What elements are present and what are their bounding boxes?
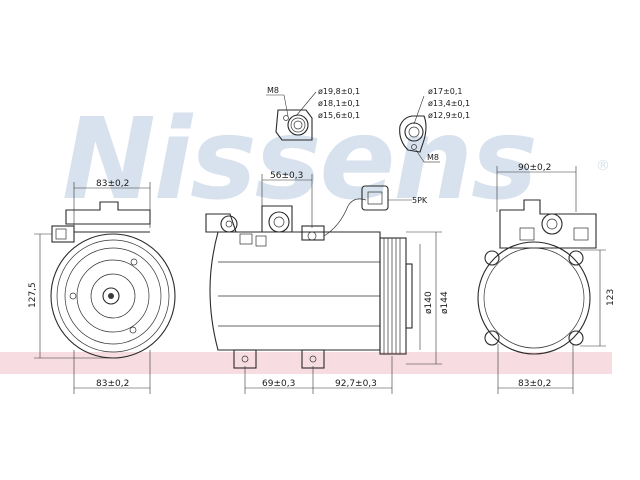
port-right-inner — [408, 126, 420, 138]
dim-side-top-label: 56±0,3 — [270, 171, 303, 181]
port-right-d3: ø12,9±0,1 — [428, 111, 470, 120]
dim-front-bottom-label: 83±0,2 — [96, 379, 129, 389]
belt-label: 5PK — [412, 196, 428, 205]
front-ring-3 — [76, 259, 150, 333]
rear-view: 90±0,2 83±0,2 123 — [477, 163, 616, 394]
port-left-inner — [293, 120, 303, 130]
front-top-housing — [65, 201, 151, 225]
front-hub — [102, 287, 120, 305]
side-connector-face — [367, 191, 383, 205]
watermark-logo: Nissens — [62, 95, 536, 225]
port-left-d1: ø19,8±0,1 — [318, 87, 360, 96]
rear-port — [541, 213, 563, 235]
front-connector — [51, 225, 75, 243]
rear-lug-bottom-right — [568, 330, 584, 346]
front-ring-2 — [64, 247, 162, 345]
side-foot-left-hole — [241, 355, 249, 363]
dim-rear-height-label: 123 — [606, 289, 616, 306]
side-rear-port-inner — [225, 220, 233, 228]
watermark-band — [0, 352, 612, 374]
side-port-right-block — [301, 225, 325, 241]
port-left-d2: ø18,1±0,1 — [318, 99, 360, 108]
port-detail-left: M8 ø19,8±0,1 ø18,1±0,1 ø15,6±0,1 — [266, 86, 360, 141]
port-right-d2: ø13,4±0,1 — [428, 99, 470, 108]
dim-pulley-d2-label: ø144 — [440, 291, 450, 314]
front-ring-4 — [90, 273, 136, 319]
port-detail-right: ø17±0,1 ø13,4±0,1 ø12,9±0,1 M8 — [399, 87, 470, 163]
pulley-hub — [405, 263, 413, 329]
watermark-registered-mark: ® — [596, 158, 610, 174]
front-bolt-left — [69, 292, 77, 300]
thread-left-label: M8 — [267, 86, 279, 95]
side-main-body — [209, 231, 381, 351]
dim-rear-bottom-label: 83±0,2 — [518, 379, 551, 389]
dim-side-bottom-right-label: 92,7±0,3 — [335, 379, 377, 389]
port-left-mid — [290, 117, 306, 133]
port-right-d1: ø17±0,1 — [428, 87, 463, 96]
watermark: Nissens ® — [0, 95, 612, 374]
port-left-d3: ø15,6±0,1 — [318, 111, 360, 120]
rear-port-inner — [546, 218, 558, 230]
port-left-body — [275, 109, 313, 141]
rear-lug-bottom-left — [484, 330, 500, 346]
front-bolt-top — [130, 258, 138, 266]
dim-pulley-d1-label: ø140 — [424, 291, 434, 314]
front-view: 83±0,2 83±0,2 127,5 — [28, 179, 176, 394]
side-rear-fitting — [205, 213, 237, 233]
thread-right-label: M8 — [427, 153, 439, 162]
side-bolt-boss-2 — [255, 235, 267, 247]
side-wire — [323, 198, 367, 237]
side-port-left-inner — [273, 216, 285, 228]
front-bolt-bottom — [129, 326, 137, 334]
port-right-outer — [404, 122, 424, 142]
rear-outer-disc — [477, 241, 591, 355]
side-rear-port — [220, 215, 238, 233]
thread-right-leader — [415, 149, 425, 163]
rear-boss-1 — [519, 227, 535, 241]
side-port-right — [307, 231, 317, 241]
pulley-grooves — [383, 238, 401, 354]
dim-front-height-label: 127,5 — [28, 282, 38, 308]
rear-lug-top-right — [568, 250, 584, 266]
dim-side-bottom-left-label: 69±0,3 — [262, 379, 295, 389]
port-right-leader — [413, 95, 425, 125]
side-view: 5PK 56±0,3 69±0,3 92,7±0,3 ø140 ø144 — [205, 171, 450, 394]
port-left-bolt — [283, 115, 289, 121]
rear-boss-2 — [573, 227, 589, 241]
side-bolt-boss-1 — [239, 233, 253, 245]
side-connector — [361, 185, 389, 211]
front-connector-pin — [55, 228, 67, 240]
dim-rear-top-label: 90±0,2 — [518, 163, 551, 173]
thread-left-leader — [283, 94, 289, 117]
port-left-leader — [295, 91, 317, 117]
rear-lug-top-left — [484, 250, 500, 266]
dim-front-top-label: 83±0,2 — [96, 179, 129, 189]
side-foot-right-hole — [309, 355, 317, 363]
port-right-bolt — [411, 144, 417, 150]
front-hub-center — [108, 293, 114, 299]
rear-ring — [483, 247, 585, 349]
port-left-outer — [287, 114, 309, 136]
port-right-body — [399, 115, 427, 153]
side-port-block — [261, 205, 293, 233]
front-ring-1 — [56, 239, 170, 353]
side-port-left — [268, 211, 290, 233]
